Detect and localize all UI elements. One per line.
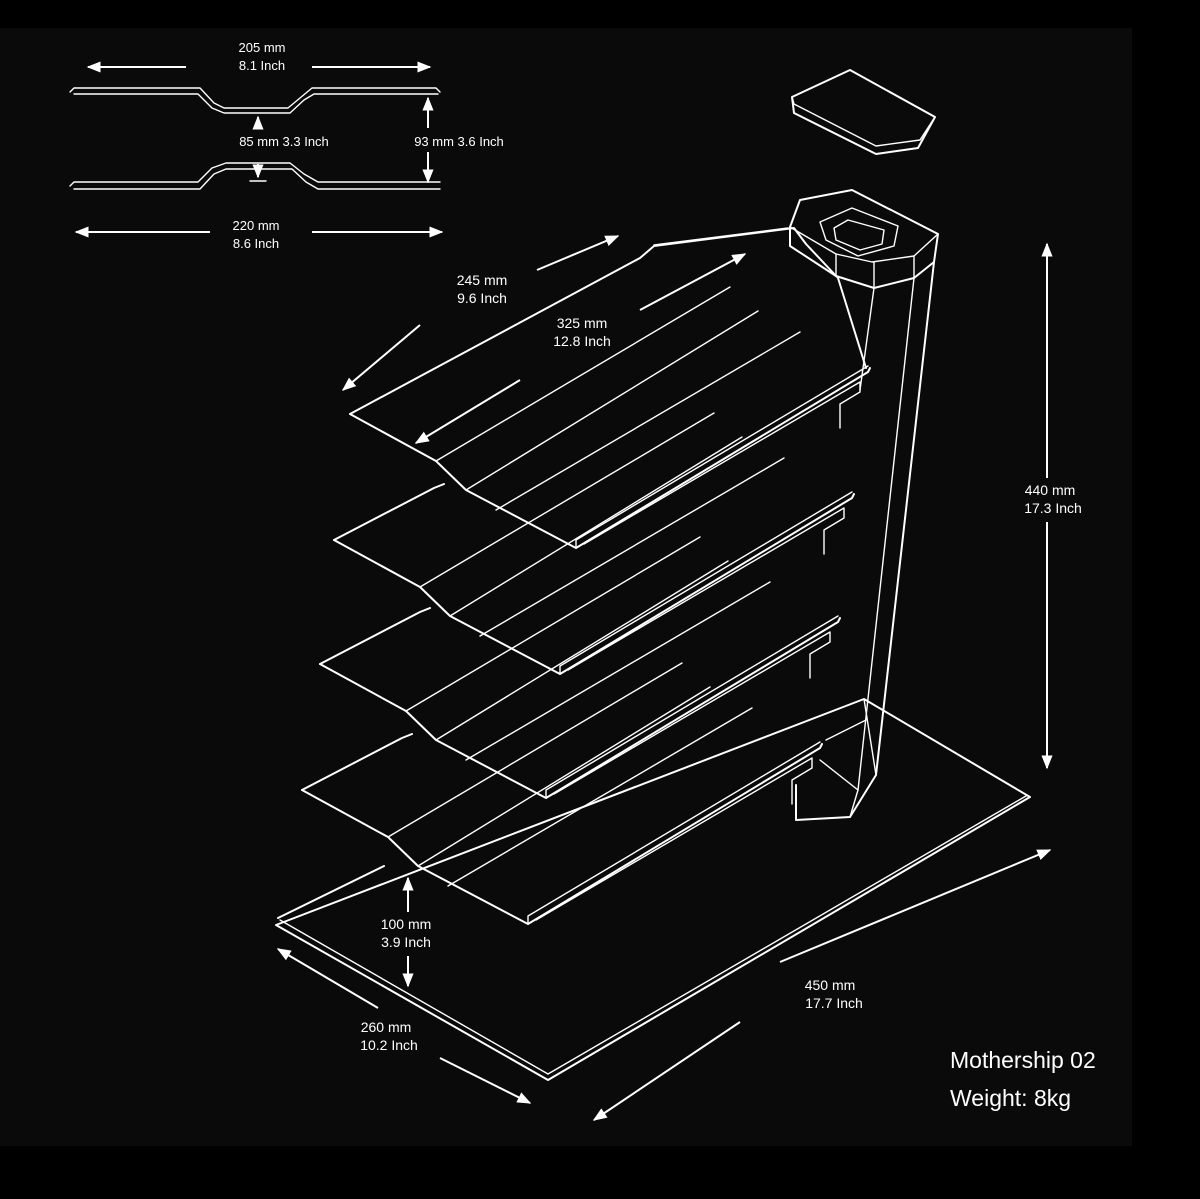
shelf-lip [559, 491, 853, 675]
base-length-arrow-down [592, 1021, 741, 1121]
shelf-ridge [447, 707, 753, 887]
shelf-front-edge [349, 367, 871, 549]
shelf-depth-arrow-down [414, 379, 521, 444]
shelf-underside [583, 381, 861, 545]
bottom-width-mm: 220 mm [233, 218, 280, 233]
shelf-depth-arrow-up [639, 253, 747, 311]
base-width-arrow-up [276, 948, 379, 1009]
profile-bottom [69, 162, 441, 187]
shelf-lip [527, 741, 821, 925]
shelf-width-mm: 245 mm [457, 272, 508, 288]
shelf-depth-mm: 325 mm [557, 315, 608, 331]
shelf-3 [319, 536, 841, 799]
shelf-ridge [419, 412, 715, 588]
shelf-width-arrow-up [536, 235, 620, 271]
shelf-back-edge [333, 483, 445, 541]
column [789, 69, 939, 821]
overall-dimensions: 440 mm 17.3 Inch 450 mm 17.7 Inch 260 mm… [276, 242, 1082, 1121]
shelf-back-edge [349, 227, 867, 415]
shelf-depth-inch: 12.8 Inch [553, 333, 611, 349]
shelf-1 [349, 227, 871, 549]
dip-height-label: 85 mm 3.3 Inch [239, 134, 329, 149]
bottom-width-inch: 8.6 Inch [233, 236, 279, 251]
base-width-arrow-down [439, 1057, 532, 1104]
shelf-ridge [465, 581, 771, 761]
shelf-back-edge [319, 607, 431, 665]
profile-section: 205 mm 8.1 Inch 85 mm 3.3 Inch 93 mm 3.6… [69, 40, 504, 251]
shelf-width-inch: 9.6 Inch [457, 290, 507, 306]
product-weight: Weight: 8kg [950, 1085, 1071, 1111]
shelf-lip [575, 365, 869, 549]
shelf-ridge [387, 662, 683, 838]
shelf-width-arrow-down [341, 324, 421, 391]
shelf-underside [567, 507, 845, 671]
base-length-arrow-up [779, 849, 1052, 963]
shelves [301, 227, 871, 925]
shelf-dimensions: 245 mm 9.6 Inch 325 mm 12.8 Inch 100 mm … [341, 227, 789, 988]
top-width-mm: 205 mm [239, 40, 286, 55]
shelf-ridge [495, 331, 801, 511]
shelf-ridge [405, 536, 701, 712]
base-length-mm: 450 mm [805, 977, 856, 993]
base-width-inch: 10.2 Inch [360, 1037, 418, 1053]
shelf-front-edge [301, 743, 823, 925]
shelf-spacing-mm: 100 mm [381, 916, 432, 932]
side-height-label: 93 mm 3.6 Inch [414, 134, 504, 149]
shelf-ridge [465, 310, 759, 491]
product-name: Mothership 02 [950, 1047, 1096, 1073]
height-mm: 440 mm [1025, 482, 1076, 498]
shelf-ridge [479, 457, 785, 637]
shelf-lip [545, 615, 839, 799]
height-inch: 17.3 Inch [1024, 500, 1082, 516]
shelf-ridge [435, 286, 731, 462]
shelf-front-edge [319, 617, 841, 799]
base-length-inch: 17.7 Inch [805, 995, 863, 1011]
shelf-4 [301, 662, 823, 925]
shelf-underside [535, 757, 813, 921]
base-plate [275, 698, 1031, 1081]
top-width-inch: 8.1 Inch [239, 58, 285, 73]
shelf-back-edge [301, 733, 413, 791]
base-width-mm: 260 mm [361, 1019, 412, 1035]
shelf-ridge [417, 686, 711, 867]
shelf-underside [553, 631, 831, 795]
shelf-2 [333, 412, 855, 675]
title-block: Mothership 02 Weight: 8kg [950, 1047, 1096, 1111]
shelf-front-edge [333, 493, 855, 675]
shelf-ridge [449, 436, 743, 617]
shelf-ridge [435, 560, 729, 741]
profile-top [69, 87, 441, 109]
drawing-panel [0, 28, 1132, 1146]
shelf-spacing-inch: 3.9 Inch [381, 934, 431, 950]
